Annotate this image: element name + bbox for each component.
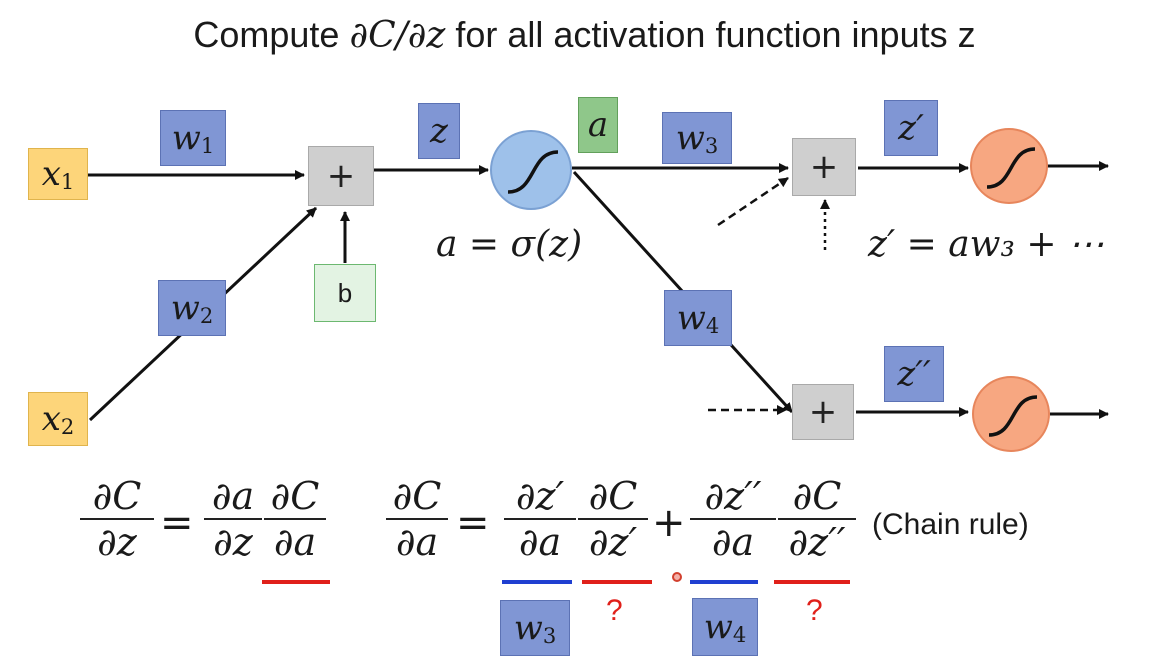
bias-b: b xyxy=(314,264,376,322)
label-z: z xyxy=(418,103,460,159)
plus-sign: + xyxy=(652,500,686,546)
frac-dC-dz1: ∂C∂z′ xyxy=(578,474,648,564)
frac-dC-dz2: ∂C∂z′′ xyxy=(778,474,856,564)
frac-dz1-da: ∂z′∂a xyxy=(504,474,576,564)
sum-node-2: + xyxy=(792,138,856,196)
cursor-pointer-icon xyxy=(672,572,682,582)
chain-rule-label: (Chain rule) xyxy=(872,508,1029,541)
label-z-double-prime: z′′ xyxy=(884,346,944,402)
blue-underline-2 xyxy=(690,580,758,584)
equals-sign-2: = xyxy=(456,500,490,546)
equals-sign: = xyxy=(160,500,194,546)
frac-da-dz: ∂a∂z xyxy=(204,474,262,564)
sigmoid-neuron-lower-icon xyxy=(972,376,1050,452)
frac-dz2-da: ∂z′′∂a xyxy=(690,474,776,564)
label-a: a xyxy=(578,97,618,153)
z-prime-equation: z′ = aw₃ + ⋯ xyxy=(868,224,1104,265)
frac-dC-dz: ∂C∂z xyxy=(80,474,154,564)
sum-node-1: + xyxy=(308,146,374,206)
label-z-prime: z′ xyxy=(884,100,938,156)
sigmoid-neuron-upper-icon xyxy=(970,128,1048,204)
sum-node-3: + xyxy=(792,384,854,440)
blue-underline-1 xyxy=(502,580,572,584)
edge-dashed-upper xyxy=(717,176,789,227)
frac-dC-da: ∂C∂a xyxy=(264,474,326,564)
frac-dC-da-lhs: ∂C∂a xyxy=(386,474,448,564)
sigmoid-neuron-icon xyxy=(490,130,572,210)
activation-equation: a = σ(z) xyxy=(436,224,583,265)
red-underline-1 xyxy=(582,580,652,584)
question-mark-2: ? xyxy=(806,594,823,627)
red-underline-dC-da xyxy=(262,580,330,584)
question-mark-1: ? xyxy=(606,594,623,627)
page-title: Compute ∂C/∂z for all activation functio… xyxy=(193,14,976,56)
red-underline-2 xyxy=(774,580,850,584)
